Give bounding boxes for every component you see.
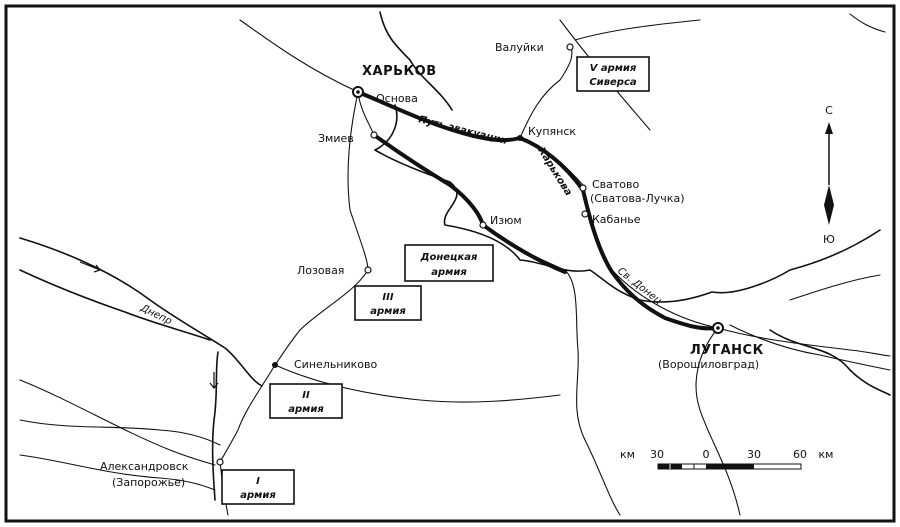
railways [19, 13, 891, 516]
rail-kharkov-lozovaya [347, 91, 369, 271]
army-box-donetsk: Донецкая армия [404, 244, 494, 282]
arrow-dnepr-south [209, 372, 219, 389]
marker-lozovaya [364, 266, 372, 274]
label-sinelnikovo: Синельниково [294, 358, 378, 371]
rail-kupyansk-valuyki [519, 44, 573, 139]
scale-tick-60: 60 [793, 448, 807, 461]
marker-kabanye [581, 210, 589, 218]
label-svatovo: Сватово [592, 178, 640, 191]
rail-lugansk-south [695, 327, 741, 516]
map-frame [4, 4, 896, 523]
marker-valuyki [566, 43, 574, 51]
rail-south-center [274, 364, 561, 403]
rail-north-east [574, 19, 701, 41]
evac-kupyansk-svatovo [518, 136, 585, 192]
army-north-line1: V армия [590, 63, 637, 74]
arrow-dnepr-flow [79, 261, 102, 273]
army-third-line1: III [382, 292, 393, 303]
label-kharkov: ХАРЬКОВ [362, 64, 437, 79]
label-lugansk-alt: (Ворошиловград) [658, 358, 759, 371]
scale-bar: км 30 0 30 60 км [620, 448, 834, 470]
label-aleksandrovsk: Александровск [100, 460, 189, 473]
rail-far-east [789, 274, 881, 301]
marker-svatovo [579, 184, 587, 192]
army-third-line2: армия [370, 306, 406, 317]
label-izyum: Изюм [490, 214, 522, 227]
rail-izyum-south [482, 224, 621, 516]
label-zmiev: Змиев [318, 132, 354, 145]
city-markers [216, 43, 724, 466]
marker-izyum [479, 221, 487, 229]
river-east [769, 329, 891, 396]
marker-aleksandrovsk [216, 458, 224, 466]
label-kupyansk: Купянск [528, 125, 576, 138]
river-dnepr-north [19, 269, 211, 341]
army-first-line1: I [256, 476, 260, 487]
label-valuyki: Валуйки [495, 41, 544, 54]
rail-sinelnikovo-aleksandrovsk [219, 364, 276, 463]
army-north-line2: Сиверса [589, 77, 637, 88]
compass-south-label: Ю [823, 233, 835, 246]
army-box-third: III армия [354, 285, 422, 321]
label-svatovo-alt: (Сватова-Лучка) [590, 192, 684, 205]
compass-arrow-icon [825, 122, 833, 134]
army-donetsk-line2: армия [431, 267, 467, 278]
rail-lozovaya-sinelnikovo [274, 269, 369, 366]
city-labels: ХАРЬКОВ Основа Змиев Валуйки Купянск Сва… [100, 41, 764, 489]
label-osnova: Основа [376, 92, 418, 105]
river-dnepr [19, 237, 263, 387]
river-dnepr-south [211, 351, 219, 501]
label-aleksandrovsk-alt: (Запорожье) [112, 476, 185, 489]
label-kabanye: Кабанье [592, 213, 641, 226]
scale-unit-left: км [620, 448, 635, 461]
army-box-second: II армия [269, 383, 343, 419]
compass-north-label: С [825, 104, 833, 117]
evacuation-route [356, 90, 720, 331]
label-lozovaya: Лозовая [297, 264, 344, 277]
scale-tick-30-left: 30 [650, 448, 664, 461]
rail-kharkov-west [239, 19, 359, 93]
evac-zmiev-izyum [372, 133, 485, 227]
label-evacuation-route: Путь эвакуации [417, 114, 508, 147]
marker-zmiev [370, 131, 378, 139]
scale-unit-right: км [819, 448, 834, 461]
scale-tick-0: 0 [703, 448, 710, 461]
river-small-west [19, 379, 216, 466]
rail-east-2 [849, 13, 886, 33]
scale-tick-30: 30 [747, 448, 761, 461]
army-second-line2: армия [288, 404, 324, 415]
label-lugansk: ЛУГАНСК [690, 343, 764, 358]
army-donetsk-line1: Донецкая [420, 252, 478, 263]
compass-south-needle-icon [824, 185, 834, 225]
evac-svatovo-lugansk [581, 188, 720, 331]
river-small-sw [19, 454, 216, 491]
marker-sinelnikovo [272, 362, 278, 368]
marker-kupyansk [517, 135, 523, 141]
army-box-north: V армия Сиверса [576, 56, 650, 92]
army-box-first: I армия [221, 469, 295, 505]
evac-kharkov-kupyansk [356, 90, 522, 143]
army-first-line2: армия [240, 490, 276, 501]
army-boxes: V армия Сиверса Донецкая армия III армия… [221, 56, 650, 505]
river-north-kharkov [379, 11, 453, 111]
rail-lugansk-east [717, 327, 891, 357]
rail-sw [19, 419, 221, 446]
army-second-line1: II [302, 390, 310, 401]
compass: С Ю [823, 104, 835, 246]
evac-izyum-south [481, 223, 567, 274]
